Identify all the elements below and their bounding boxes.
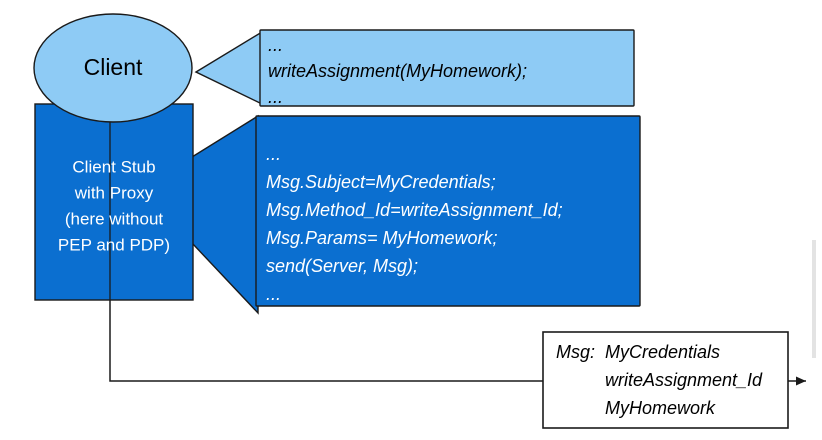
message-box-prefix: Msg:	[556, 342, 595, 362]
stub-label-line-1: Client Stub	[72, 157, 155, 176]
stub-label-line-4: PEP and PDP)	[58, 235, 170, 254]
stub-callout-tail	[191, 114, 259, 315]
application-code-line-2: writeAssignment(MyHomework);	[268, 61, 527, 81]
application-code-line-3: ...	[268, 87, 283, 107]
stub-code-line-1: ...	[266, 144, 281, 164]
stub-code-callout	[191, 114, 641, 315]
client-stub-body	[34, 103, 194, 301]
application-callout-tail	[194, 30, 263, 106]
application-callout-body	[259, 29, 635, 107]
client-label: Client	[84, 54, 143, 80]
stub-label-line-3: (here without	[65, 209, 164, 228]
application-code-line-1: ...	[268, 35, 283, 55]
message-flow-connector	[109, 300, 806, 386]
stub-callout-body	[255, 115, 641, 307]
arrowhead-right-icon	[796, 376, 806, 386]
message-packet-box	[542, 331, 789, 429]
client-ellipse	[33, 13, 193, 123]
stub-code-line-3: Msg.Method_Id=writeAssignment_Id;	[266, 200, 563, 220]
stub-code-line-4: Msg.Params= MyHomework;	[266, 228, 498, 248]
message-field-2: writeAssignment_Id	[605, 370, 763, 390]
stub-label-line-2: with Proxy	[74, 183, 154, 202]
message-box-frame	[542, 331, 789, 429]
stub-code-line-6: ...	[266, 284, 281, 304]
message-field-1: MyCredentials	[605, 342, 720, 362]
right-edge-strip	[812, 240, 816, 358]
message-field-3: MyHomework	[605, 398, 716, 418]
application-code-callout	[194, 29, 635, 107]
client-cylinder	[33, 13, 194, 301]
stub-code-line-2: Msg.Subject=MyCredentials;	[266, 172, 496, 192]
stub-code-line-5: send(Server, Msg);	[266, 256, 418, 276]
